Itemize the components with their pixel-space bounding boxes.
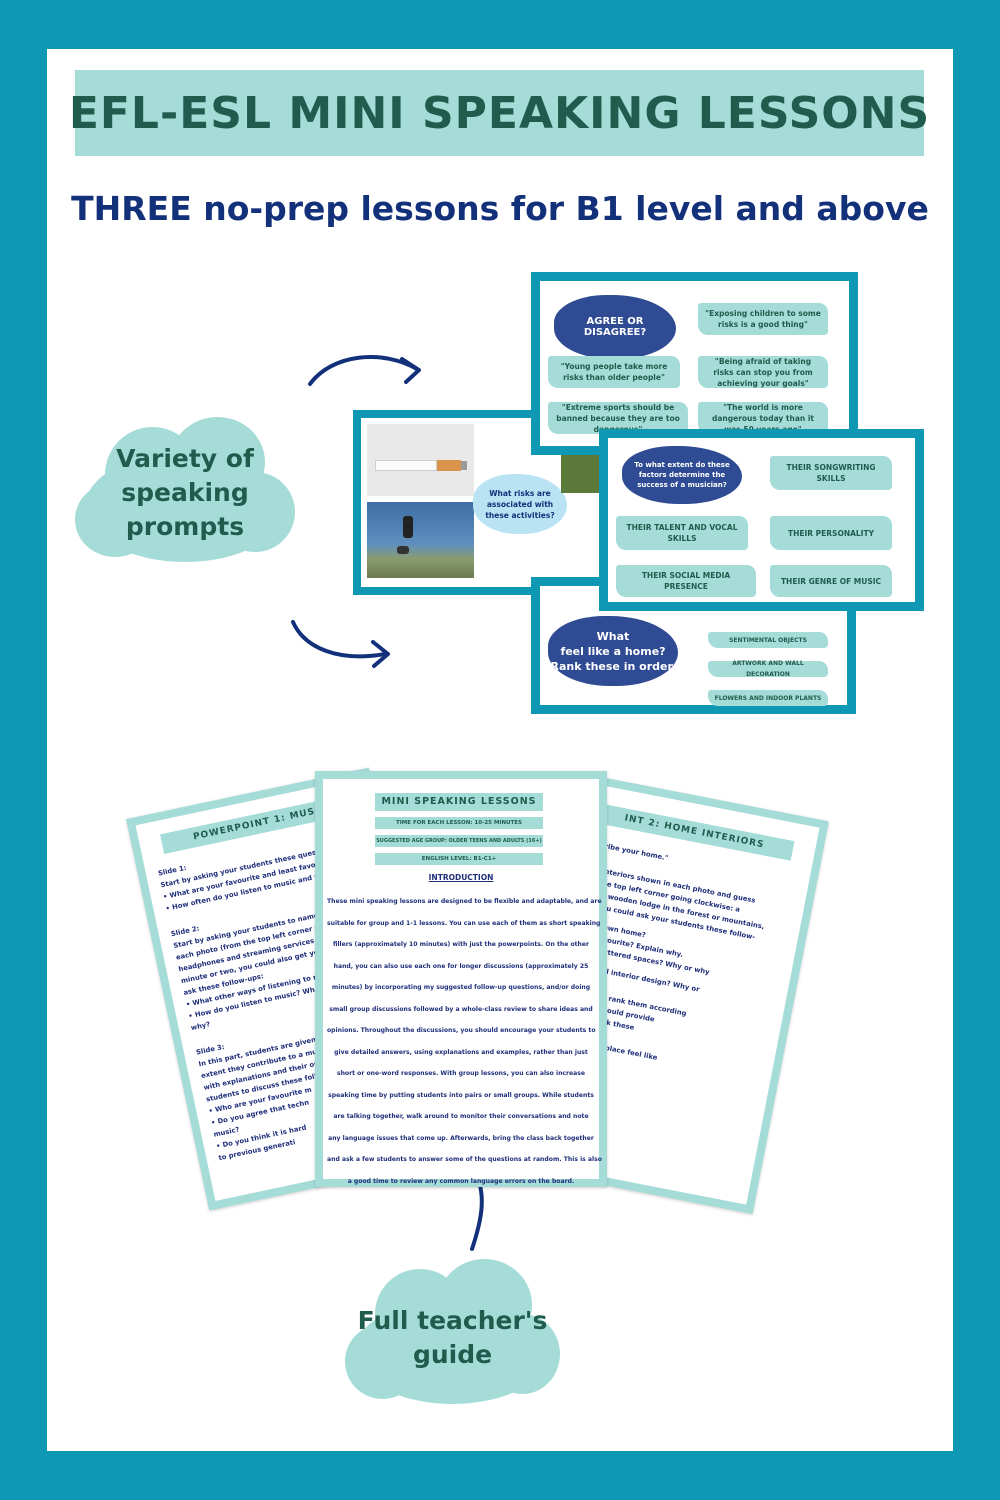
home-question: feel like a home?	[560, 644, 666, 658]
title-banner: EFL-ESL MINI SPEAKING LESSONS	[69, 70, 929, 156]
music-factor: THEIR TALENT AND VOCAL SKILLS	[616, 516, 748, 550]
guide-time: TIME FOR EACH LESSON: 10-25 MINUTES	[375, 817, 543, 829]
text-line: hand, you can also use each one for long…	[333, 962, 589, 970]
guide-cloud-line: guide	[412, 1340, 493, 1369]
guide-level: ENGLISH LEVEL: B1-C1+	[375, 853, 543, 865]
statement: "Exposing children to some risks is a go…	[698, 303, 828, 335]
music-factor: THEIR SOCIAL MEDIA PRESENCE	[616, 565, 756, 597]
home-item: SENTIMENTAL OBJECTS	[708, 632, 828, 648]
statement: "Being afraid of taking risks can stop y…	[698, 356, 828, 388]
guide-cloud-line: Full teacher's	[357, 1306, 548, 1335]
curved-arrow-icon	[308, 355, 421, 386]
prompts-cloud-line: speaking	[121, 478, 249, 507]
text-line: These mini speaking lessons are designed…	[327, 898, 602, 905]
music-factor: THEIR GENRE OF MUSIC	[770, 565, 892, 597]
home-question: What	[596, 629, 630, 643]
risks-question: What risks are associated with these act…	[485, 488, 555, 520]
guide-cloud: Full teacher's guide	[345, 1254, 560, 1409]
home-question-cloud: What feel like a home? Rank these in ord…	[548, 616, 678, 686]
guide-page-intro: MINI SPEAKING LESSONS TIME FOR EACH LESS…	[315, 771, 607, 1187]
poster: EFL-ESL MINI SPEAKING LESSONS THREE no-p…	[47, 49, 953, 1451]
guide-intro-heading: INTRODUCTION	[428, 873, 494, 882]
text-line: and ask a few students to answer some of…	[327, 1156, 602, 1163]
music-factor: THEIR PERSONALITY	[770, 516, 892, 550]
guide-age: SUGGESTED AGE GROUP: OLDER TEENS AND ADU…	[375, 835, 543, 847]
guide-intro-body: These mini speaking lessons are designed…	[327, 891, 602, 1192]
page-title: EFL-ESL MINI SPEAKING LESSONS	[68, 87, 931, 139]
text-line: any language issues that come up. Afterw…	[328, 1134, 594, 1142]
prompts-cloud-line: Variety of	[116, 444, 254, 473]
plant-photo	[561, 448, 601, 493]
prompts-cloud: Variety of speaking prompts	[75, 412, 295, 572]
slide-agree-disagree: AGREE OR DISAGREE? "Exposing children to…	[531, 272, 858, 455]
curved-arrow-icon	[291, 620, 390, 668]
text-line: opinions. Throughout the discussions, yo…	[327, 1027, 596, 1034]
slide-risks: What risks are associated with these act…	[353, 410, 608, 595]
text-line: are talking together, walk around to mon…	[333, 1113, 589, 1120]
text-line: minutes) by incorporating my suggested f…	[331, 984, 591, 991]
text-line: a good time to review any common languag…	[347, 1177, 575, 1185]
page-subtitle: THREE no-prep lessons for B1 level and a…	[71, 189, 929, 228]
music-question-cloud: To what extent do these factors determin…	[622, 446, 742, 504]
text-line: give detailed answers, using explanation…	[334, 1048, 588, 1056]
home-item: FLOWERS AND INDOOR PLANTS	[708, 690, 828, 706]
guide-title: MINI SPEAKING LESSONS	[375, 793, 543, 811]
cigarette-photo	[367, 424, 474, 496]
text-line: short or one-word responses. With group …	[336, 1070, 586, 1077]
risks-question-cloud: What risks are associated with these act…	[473, 474, 567, 534]
agree-disagree-cloud: AGREE OR DISAGREE?	[554, 295, 676, 359]
skydiving-photo	[367, 502, 474, 578]
prompts-cloud-line: prompts	[125, 512, 245, 541]
music-factor: THEIR SONGWRITING SKILLS	[770, 456, 892, 490]
agree-disagree-title: AGREE OR DISAGREE?	[583, 316, 647, 338]
text-line: speaking time by putting students into p…	[328, 1091, 594, 1099]
home-item: ARTWORK AND WALL DECORATION	[708, 660, 828, 678]
music-question: To what extent do these factors determin…	[634, 461, 730, 489]
statement: "Young people take more risks than older…	[548, 356, 680, 388]
slide-music: To what extent do these factors determin…	[599, 429, 924, 611]
text-line: suitable for group and 1-1 lessons. You …	[327, 919, 601, 927]
text-line: fillers (approximately 10 minutes) with …	[332, 941, 590, 948]
text-line: small group discussions followed by a wh…	[329, 1005, 593, 1013]
home-question: Rank these in order.	[550, 659, 676, 673]
